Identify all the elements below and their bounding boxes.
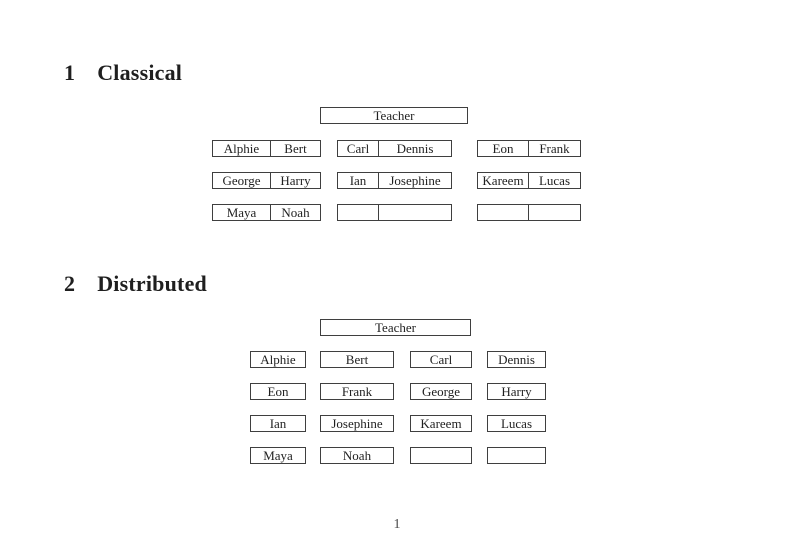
desk-cell: Eon (478, 141, 529, 156)
desk-cell-empty (529, 205, 580, 220)
distributed-desk-carl: Carl (410, 351, 472, 368)
desk-cell: Noah (281, 205, 310, 220)
desk-cell: Frank (539, 141, 570, 156)
distributed-desk-empty-1 (410, 447, 472, 464)
section-heading-distributed: 2 Distributed (64, 273, 207, 295)
desk-cell: Maya (213, 205, 271, 220)
desk-cell: Harry (280, 173, 311, 188)
distributed-desk-harry: Harry (487, 383, 546, 400)
classical-desk-kareem-lucas: Kareem Lucas (477, 172, 581, 189)
desk-cell: Kareem (478, 173, 529, 188)
distributed-desk-alphie: Alphie (250, 351, 306, 368)
classical-desk-george-harry: George Harry (212, 172, 321, 189)
desk-cell: Josephine (389, 173, 441, 188)
section-heading-classical: 1 Classical (64, 62, 182, 84)
desk-cell-empty (379, 205, 451, 220)
distributed-desk-bert: Bert (320, 351, 394, 368)
distributed-desk-dennis: Dennis (487, 351, 546, 368)
distributed-desk-empty-2 (487, 447, 546, 464)
classical-teacher-box: Teacher (320, 107, 468, 124)
classical-desk-empty-1 (337, 204, 452, 221)
desk-cell-empty (338, 205, 379, 220)
classical-desk-ian-josephine: Ian Josephine (337, 172, 452, 189)
classical-desk-carl-dennis: Carl Dennis (337, 140, 452, 157)
distributed-desk-ian: Ian (250, 415, 306, 432)
distributed-desk-eon: Eon (250, 383, 306, 400)
section-title: Distributed (97, 271, 207, 296)
distributed-desk-frank: Frank (320, 383, 394, 400)
desk-cell: George (213, 173, 271, 188)
distributed-teacher-box: Teacher (320, 319, 471, 336)
distributed-desk-noah: Noah (320, 447, 394, 464)
classical-desk-eon-frank: Eon Frank (477, 140, 581, 157)
classical-desk-maya-noah: Maya Noah (212, 204, 321, 221)
distributed-desk-george: George (410, 383, 472, 400)
desk-cell: Bert (284, 141, 307, 156)
desk-cell: Lucas (538, 173, 571, 188)
section-number: 2 (64, 271, 76, 296)
distributed-desk-lucas: Lucas (487, 415, 546, 432)
classical-desk-empty-2 (477, 204, 581, 221)
page-number: 1 (393, 517, 401, 532)
distributed-desk-kareem: Kareem (410, 415, 472, 432)
section-number: 1 (64, 60, 76, 85)
distributed-desk-maya: Maya (250, 447, 306, 464)
desk-cell: Carl (338, 141, 379, 156)
distributed-desk-josephine: Josephine (320, 415, 394, 432)
desk-cell-empty (478, 205, 529, 220)
desk-cell: Dennis (396, 141, 434, 156)
desk-cell: Alphie (213, 141, 271, 156)
classical-desk-alphie-bert: Alphie Bert (212, 140, 321, 157)
section-title: Classical (97, 60, 183, 85)
desk-cell: Ian (338, 173, 379, 188)
